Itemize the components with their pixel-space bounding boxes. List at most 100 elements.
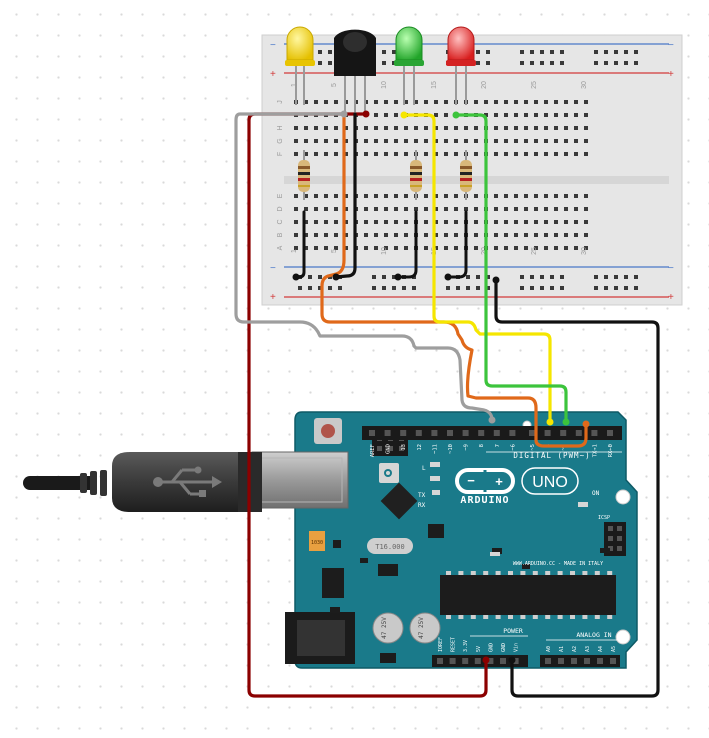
- breadboard-hole: [334, 194, 338, 198]
- breadboard-hole: [424, 233, 428, 237]
- wires: [234, 112, 660, 698]
- chip-leg: [557, 571, 563, 575]
- digital-pin-hole[interactable]: [431, 430, 438, 436]
- power-pin-hole[interactable]: [437, 658, 443, 664]
- rail-hole: [594, 286, 598, 290]
- breadboard-hole: [554, 194, 558, 198]
- breadboard-hole: [514, 207, 518, 211]
- breadboard-hole: [384, 100, 388, 104]
- breadboard-hole: [434, 113, 438, 117]
- digital-pin-hole[interactable]: [544, 430, 551, 436]
- breadboard-hole: [534, 207, 538, 211]
- breadboard-hole: [504, 139, 508, 143]
- power-pin-hole[interactable]: [449, 658, 456, 664]
- breadboard-hole: [444, 139, 448, 143]
- digital-pin-hole[interactable]: [384, 430, 391, 436]
- digital-pin-hole[interactable]: [560, 430, 567, 436]
- rail-hole: [634, 275, 638, 279]
- digital-pin-hole[interactable]: [509, 430, 516, 436]
- breadboard-hole: [294, 220, 298, 224]
- row-letter: A: [277, 245, 284, 250]
- breadboard-hole: [434, 139, 438, 143]
- digital-pin-label: RX←0: [608, 444, 614, 457]
- power-pin-hole[interactable]: [500, 658, 506, 664]
- breadboard-hole: [504, 113, 508, 117]
- breadboard-hole: [384, 152, 388, 156]
- digital-pin-hole[interactable]: [462, 430, 469, 436]
- digital-pin-label: ~11: [432, 444, 438, 454]
- breadboard-hole: [384, 220, 388, 224]
- breadboard-hole: [294, 126, 298, 130]
- rail-hole: [560, 50, 564, 54]
- analog-pin-hole[interactable]: [545, 658, 551, 664]
- breadboard-hole: [424, 126, 428, 130]
- brand-label: ARDUINO: [460, 495, 509, 506]
- power-pin-label: Vin: [514, 643, 520, 652]
- breadboard-hole: [584, 194, 588, 198]
- rail-hole: [328, 61, 332, 65]
- breadboard-hole: [364, 126, 368, 130]
- digital-pin-hole[interactable]: [591, 430, 598, 436]
- breadboard-hole: [364, 194, 368, 198]
- breadboard-hole: [504, 207, 508, 211]
- rail-hole: [550, 61, 554, 65]
- power-pin-hole[interactable]: [487, 658, 494, 664]
- breadboard-hole: [564, 126, 568, 130]
- analog-pin-hole[interactable]: [584, 658, 590, 664]
- digital-pin-label: ~9: [464, 444, 470, 451]
- power-pin-hole[interactable]: [462, 658, 469, 664]
- analog-pin-hole[interactable]: [571, 658, 577, 664]
- row-letter: B: [277, 232, 284, 237]
- digital-pin-hole[interactable]: [529, 430, 535, 436]
- digital-pin-hole[interactable]: [478, 430, 485, 436]
- digital-pin-hole[interactable]: [447, 430, 453, 436]
- breadboard-hole: [304, 207, 308, 211]
- breadboard-hole: [394, 100, 398, 104]
- rail-hole: [604, 61, 608, 65]
- digital-pin-hole[interactable]: [607, 430, 613, 436]
- breadboard-hole: [404, 126, 408, 130]
- breadboard-hole: [474, 220, 478, 224]
- digital-pin-hole[interactable]: [369, 430, 375, 436]
- rail-hole: [318, 50, 322, 54]
- breadboard-hole: [544, 126, 548, 130]
- breadboard-hole: [404, 220, 408, 224]
- rail-hole: [634, 286, 638, 290]
- rail-hole: [550, 275, 554, 279]
- breadboard-hole: [584, 113, 588, 117]
- breadboard-hole: [564, 220, 568, 224]
- digital-pin-hole[interactable]: [400, 430, 407, 436]
- breadboard-hole: [514, 246, 518, 250]
- chip-leg: [532, 615, 538, 619]
- breadboard-hole: [574, 152, 578, 156]
- breadboard-hole: [314, 207, 318, 211]
- analog-pin-hole[interactable]: [610, 658, 616, 664]
- breadboard-hole: [334, 139, 338, 143]
- analog-pin-hole[interactable]: [558, 658, 564, 664]
- digital-pin-hole[interactable]: [493, 430, 500, 436]
- rail-hole: [594, 50, 598, 54]
- digital-pin-hole[interactable]: [575, 430, 582, 436]
- digital-pin-hole[interactable]: [415, 430, 422, 436]
- row-letter: J: [277, 100, 284, 104]
- breadboard-hole: [504, 100, 508, 104]
- breadboard-hole: [384, 139, 388, 143]
- power-pin-hole[interactable]: [512, 658, 519, 664]
- rail-hole: [486, 61, 490, 65]
- breadboard-hole: [494, 220, 498, 224]
- breadboard-hole: [584, 152, 588, 156]
- breadboard-hole: [404, 100, 408, 104]
- bottom-minus-sign-right: −: [668, 263, 674, 274]
- power-pin-label: 5V: [476, 646, 482, 652]
- wire-green-pin3: [454, 113, 568, 424]
- wire-gray-pin8: [234, 112, 494, 422]
- rail-hole: [476, 286, 480, 290]
- breadboard-hole: [374, 152, 378, 156]
- analog-pin-hole[interactable]: [597, 658, 603, 664]
- breadboard-hole: [544, 139, 548, 143]
- breadboard-hole: [554, 233, 558, 237]
- breadboard-hole: [314, 126, 318, 130]
- power-pin-hole[interactable]: [474, 658, 481, 664]
- wire-yellow-pin5: [402, 113, 552, 424]
- capacitor-1-label: 47 25V: [381, 617, 388, 639]
